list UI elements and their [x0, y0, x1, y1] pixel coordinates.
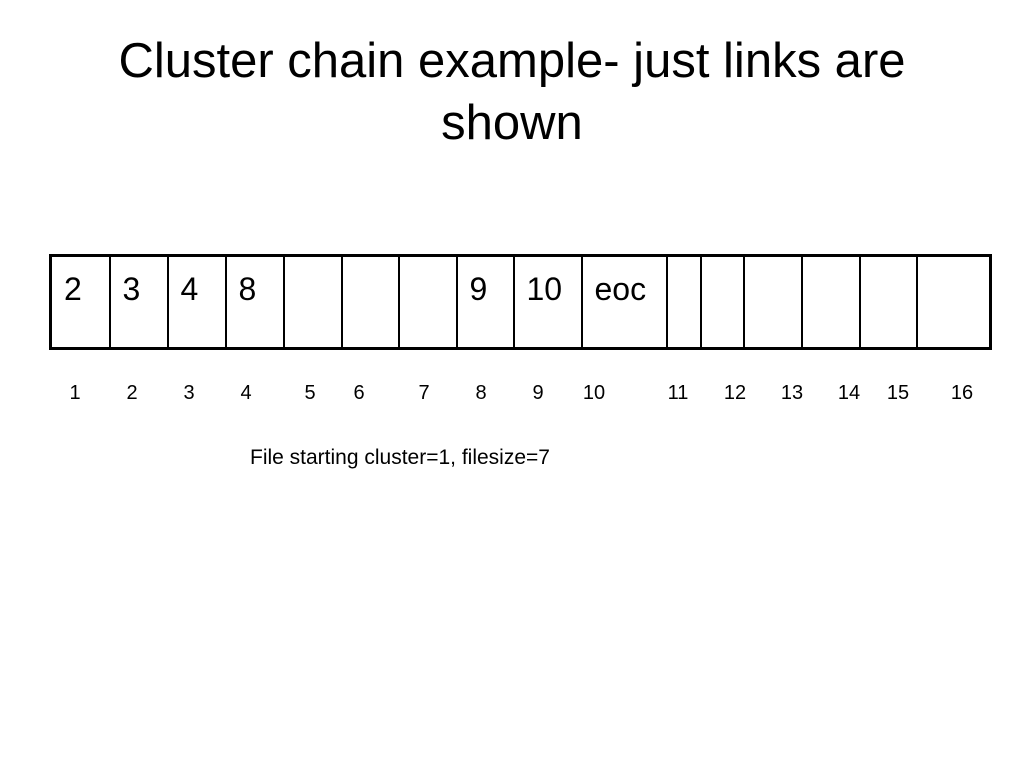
file-caption: File starting cluster=1, filesize=7 [250, 446, 550, 469]
fat-cell-3: 4 [166, 254, 227, 350]
fat-entry [862, 258, 915, 274]
fat-entry: 3 [122, 271, 141, 307]
fat-entry: eoc [594, 271, 647, 307]
fat-cell-10: eoc [580, 254, 668, 350]
fat-cell-2: 3 [108, 254, 169, 350]
fat-cell-15 [858, 254, 918, 350]
fat-entry [804, 258, 858, 274]
cluster-number-7: 7 [418, 382, 430, 404]
fat-entry [746, 258, 800, 274]
fat-row: 2 3 4 8 9 10 eoc [49, 254, 992, 350]
cluster-number-6: 6 [353, 382, 365, 404]
fat-entry: 2 [64, 271, 82, 307]
cluster-number-5: 5 [304, 382, 316, 404]
cluster-number-3: 3 [183, 382, 195, 404]
fat-cell-13 [742, 254, 803, 350]
cluster-number-11: 11 [667, 382, 689, 404]
fat-cell-4: 8 [224, 254, 285, 350]
fat-cell-14 [800, 254, 861, 350]
fat-entry: 8 [238, 271, 257, 307]
fat-entry: 10 [526, 271, 563, 307]
fat-cell-16 [915, 254, 992, 350]
fat-cell-11 [665, 254, 702, 350]
fat-entry [669, 258, 699, 274]
fat-cell-8: 9 [455, 254, 515, 350]
cluster-number-4: 4 [240, 382, 252, 404]
cluster-number-1: 1 [69, 382, 81, 404]
cluster-number-2: 2 [126, 382, 138, 404]
fat-entry: 9 [469, 271, 488, 307]
cluster-number-8: 8 [475, 382, 487, 404]
fat-entry [703, 258, 742, 274]
cluster-number-13: 13 [780, 382, 804, 404]
fat-entry [344, 258, 397, 274]
cluster-number-16: 16 [950, 382, 974, 404]
cluster-number-14: 14 [837, 382, 861, 404]
fat-cell-7 [397, 254, 458, 350]
fat-entry [919, 258, 988, 274]
fat-table: 2 3 4 8 9 10 eoc [49, 254, 992, 350]
slide-title: Cluster chain example- just links are sh… [118, 34, 906, 150]
fat-entry [286, 258, 340, 274]
cluster-number-10: 10 [582, 382, 606, 404]
fat-entry [401, 258, 455, 274]
fat-cell-9: 10 [512, 254, 583, 350]
cluster-number-12: 12 [723, 382, 747, 404]
cluster-number-15: 15 [886, 382, 910, 404]
fat-cell-12 [699, 254, 745, 350]
cluster-number-9: 9 [532, 382, 544, 404]
fat-cell-5 [282, 254, 343, 350]
fat-cell-6 [340, 254, 400, 350]
fat-cell-1: 2 [49, 254, 111, 350]
fat-entry: 4 [180, 271, 199, 307]
